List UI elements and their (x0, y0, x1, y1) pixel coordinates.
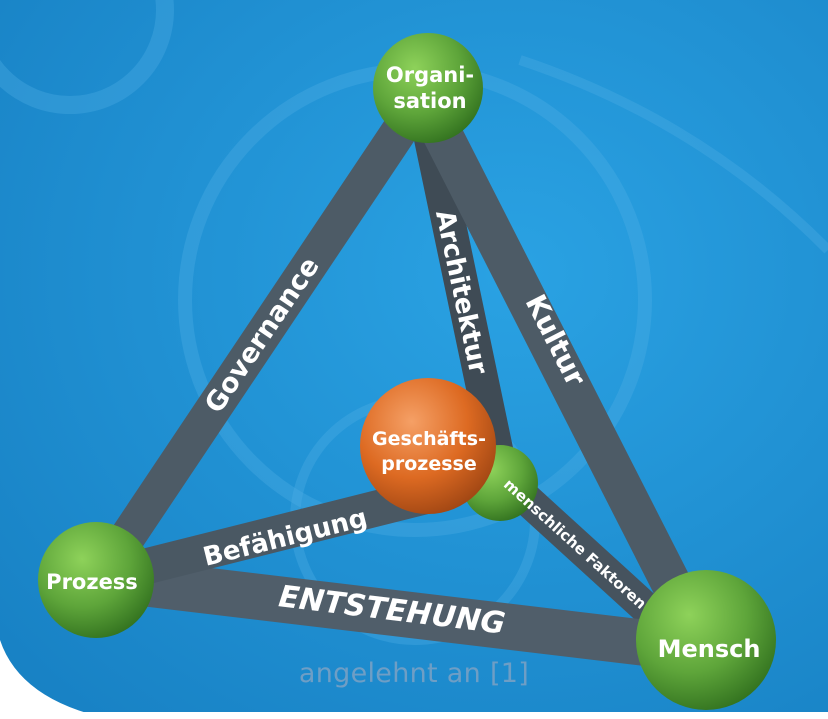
rod-organisation-prozess (82, 82, 438, 596)
center-node-label-line2: prozesse (381, 453, 476, 475)
caption: angelehnt an [1] (298, 658, 530, 689)
node-mensch-label: Mensch (658, 635, 761, 663)
node-mensch (636, 570, 776, 710)
center-node-label-line1: Geschäfts- (372, 428, 486, 450)
center-node (360, 378, 496, 514)
bottom-white-band (0, 712, 828, 719)
rod-prozess-mensch (77, 555, 728, 673)
rod-organisation-mensch (405, 80, 725, 670)
node-organisation-label-line2: sation (393, 89, 466, 113)
bottom-white-corner (0, 640, 110, 719)
node-organisation-label-line1: Organi- (386, 63, 474, 87)
node-prozess (38, 522, 154, 638)
node-prozess-label: Prozess (46, 570, 138, 594)
rod-prozess-center (82, 477, 448, 596)
node-organisation (373, 33, 483, 143)
